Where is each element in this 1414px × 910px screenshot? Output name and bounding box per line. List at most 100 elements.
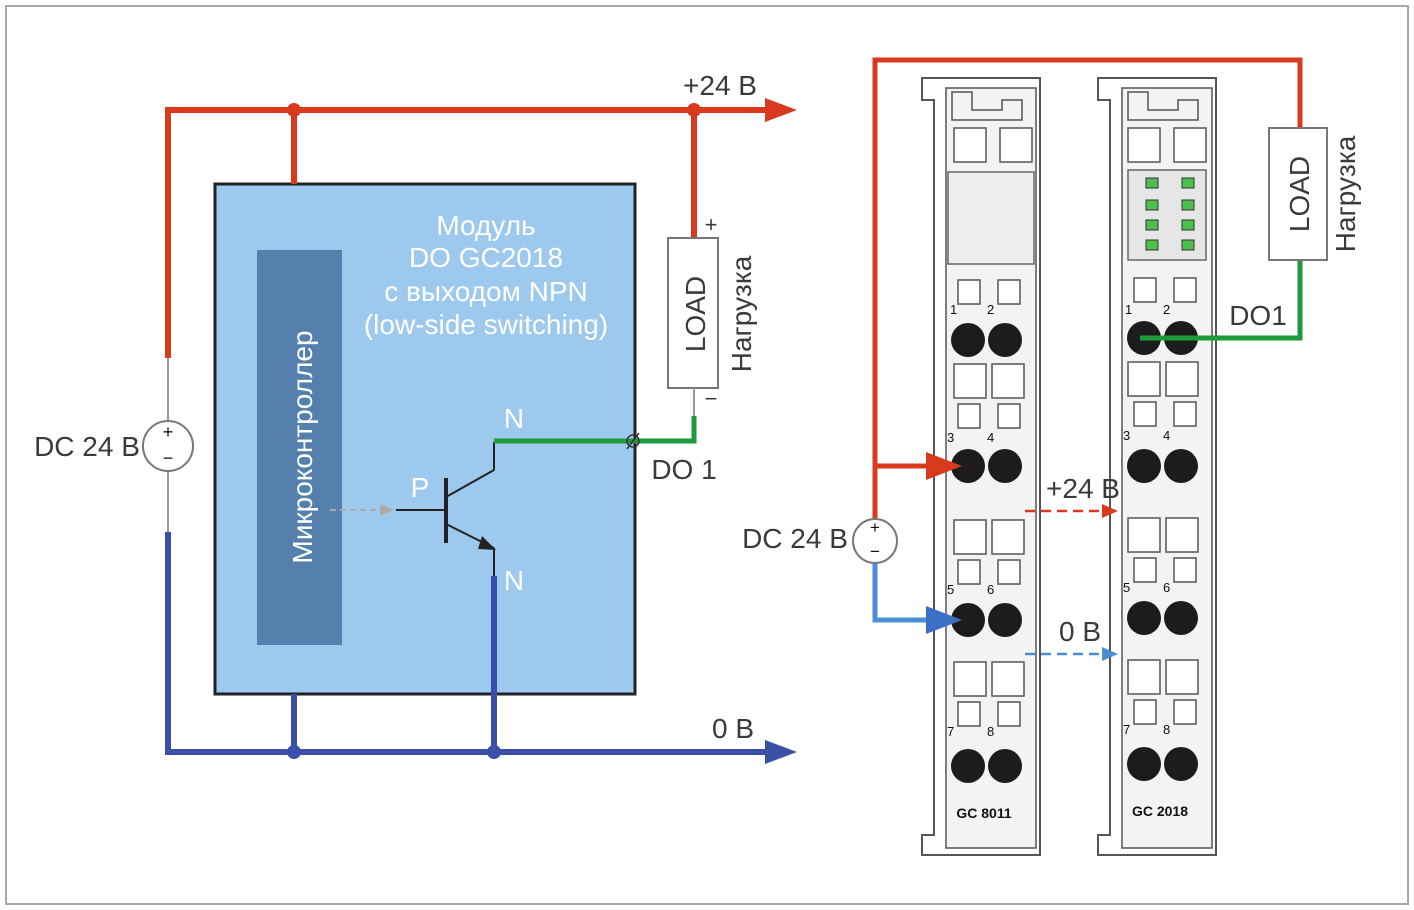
module-name-gc2018: GC 2018 bbox=[1132, 803, 1188, 819]
terminal-7 bbox=[1127, 747, 1161, 781]
plus24-label: +24 В bbox=[683, 70, 757, 101]
release-slot bbox=[1133, 401, 1157, 427]
junction-dot bbox=[287, 103, 301, 117]
terminal-number: 2 bbox=[1163, 302, 1170, 317]
zero-bridge-label: 0 В bbox=[1059, 616, 1101, 647]
terminal-number: 5 bbox=[1123, 580, 1130, 595]
load-minus: − bbox=[705, 386, 718, 411]
plus24-bridge-arrow bbox=[1102, 504, 1118, 518]
load-plus: + bbox=[705, 212, 718, 237]
bus-contact bbox=[953, 519, 987, 555]
release-slot bbox=[957, 701, 981, 727]
output-wire bbox=[494, 416, 697, 444]
terminal-4 bbox=[988, 449, 1022, 483]
source-minus: − bbox=[163, 448, 174, 468]
module-gc8011: 1 2 3 4 5 6 7 8 GC 8011 bbox=[921, 77, 1041, 856]
bus-contact bbox=[953, 363, 987, 399]
terminal-number: 5 bbox=[947, 582, 954, 597]
source-label: DC 24 В bbox=[34, 431, 140, 462]
terminal-5 bbox=[951, 603, 985, 637]
terminal-6 bbox=[988, 603, 1022, 637]
collector-lead bbox=[445, 469, 495, 498]
release-slot bbox=[1173, 557, 1197, 583]
release-slot bbox=[997, 403, 1021, 429]
bus-contact bbox=[953, 661, 987, 697]
terminal-number: 6 bbox=[987, 582, 994, 597]
bus-contact bbox=[953, 127, 987, 163]
release-slot bbox=[997, 559, 1021, 585]
release-slot bbox=[957, 559, 981, 585]
bus-contact bbox=[1165, 517, 1199, 553]
terminal-3 bbox=[1127, 449, 1161, 483]
source-minus: − bbox=[870, 542, 880, 561]
zero-bridge-arrow bbox=[1102, 647, 1118, 661]
supply-wire-to-load bbox=[872, 57, 1303, 520]
bus-contact bbox=[991, 363, 1025, 399]
terminal-5 bbox=[1127, 601, 1161, 635]
bus-contact bbox=[1127, 517, 1161, 553]
module-title-line-4: (low-side switching) bbox=[364, 309, 608, 340]
terminal-number: 3 bbox=[1123, 428, 1130, 443]
module-latch bbox=[1127, 91, 1199, 121]
terminal-number: 1 bbox=[950, 302, 957, 317]
dc-source-symbol bbox=[852, 518, 898, 564]
emitter-arrow bbox=[478, 536, 496, 550]
bus-contact bbox=[999, 127, 1033, 163]
terminal-3 bbox=[951, 449, 985, 483]
release-slot bbox=[1173, 277, 1197, 303]
status-led bbox=[1181, 219, 1195, 231]
release-slot bbox=[957, 279, 981, 305]
module-title-line-3: с выходом NPN bbox=[384, 276, 587, 307]
source-plus: + bbox=[163, 422, 174, 442]
load-label: LOAD bbox=[1284, 156, 1315, 232]
output-terminal bbox=[626, 434, 640, 448]
transistor-emitter-label: N bbox=[504, 565, 524, 596]
load-label: LOAD bbox=[680, 276, 711, 352]
terminal-number: 8 bbox=[1163, 722, 1170, 737]
bus-contact bbox=[991, 519, 1025, 555]
output-terminal-slash bbox=[626, 432, 640, 450]
terminal-1 bbox=[951, 323, 985, 357]
status-led bbox=[1181, 199, 1195, 211]
status-led bbox=[1145, 239, 1159, 251]
plus24-bus bbox=[165, 107, 780, 358]
terminal-number: 4 bbox=[987, 430, 994, 445]
terminal-number: 4 bbox=[1163, 428, 1170, 443]
status-led bbox=[1181, 239, 1195, 251]
output-wire bbox=[1140, 260, 1303, 341]
terminal-2 bbox=[988, 323, 1022, 357]
status-led bbox=[1145, 219, 1159, 231]
release-slot bbox=[1133, 277, 1157, 303]
load-caption: Нагрузка bbox=[1330, 135, 1361, 252]
junction-dot bbox=[687, 103, 701, 117]
release-slot bbox=[957, 403, 981, 429]
plus24-bridge-label: +24 В bbox=[1046, 473, 1120, 504]
source-label: DC 24 В bbox=[742, 523, 848, 554]
ground-wire-to-terminal bbox=[872, 563, 935, 623]
terminal-number: 6 bbox=[1163, 580, 1170, 595]
ground-arrow bbox=[926, 606, 962, 634]
outer-frame bbox=[5, 5, 1409, 905]
dc-source-symbol bbox=[142, 420, 194, 472]
base-drive-arrow bbox=[380, 504, 394, 516]
terminal-number: 7 bbox=[947, 724, 954, 739]
release-slot bbox=[1173, 699, 1197, 725]
release-slot bbox=[997, 701, 1021, 727]
bus-contact bbox=[1127, 127, 1161, 163]
release-slot bbox=[1133, 699, 1157, 725]
terminal-number: 2 bbox=[987, 302, 994, 317]
transistor-collector-label: N bbox=[504, 403, 524, 434]
terminal-number: 1 bbox=[1125, 302, 1132, 317]
module-name-gc8011: GC 8011 bbox=[956, 805, 1011, 821]
release-slot bbox=[1133, 557, 1157, 583]
bus-contact bbox=[1173, 127, 1207, 163]
terminal-wiring: 1 2 3 4 5 6 7 8 GC 8011 bbox=[742, 57, 1361, 856]
transistor-base-label: P bbox=[411, 472, 430, 503]
bus-contact bbox=[991, 661, 1025, 697]
junction-dot bbox=[487, 745, 501, 759]
terminal-8 bbox=[988, 749, 1022, 783]
zero-label: 0 В bbox=[712, 713, 754, 744]
microcontroller-label: Микроконтроллер bbox=[287, 330, 318, 563]
bus-contact bbox=[1127, 361, 1161, 397]
